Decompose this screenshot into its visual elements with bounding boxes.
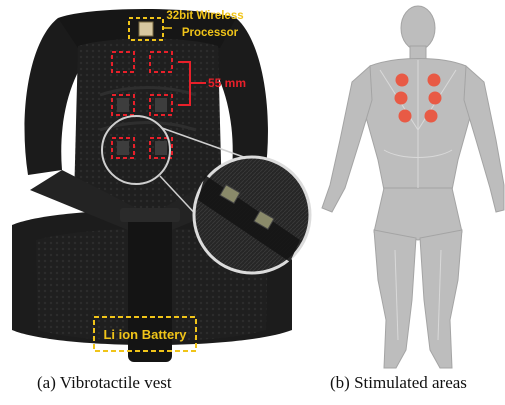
battery-label: Li ion Battery xyxy=(103,327,187,342)
vest-photo xyxy=(12,9,310,362)
stimulus-dot xyxy=(399,110,412,123)
stimulus-dot xyxy=(396,74,409,87)
figure-svg: 32bit Wireless Processor 55 mm Li ion Ba… xyxy=(0,0,505,372)
stimulus-dot xyxy=(425,110,438,123)
neck xyxy=(410,46,426,60)
head xyxy=(401,6,435,50)
stimulus-dot xyxy=(429,92,442,105)
stimulus-dot xyxy=(395,92,408,105)
back-panel xyxy=(74,39,222,212)
body-figure xyxy=(322,6,504,368)
processor-label-line2: Processor xyxy=(182,27,239,39)
spacing-label: 55 mm xyxy=(208,76,246,90)
left-arm xyxy=(322,66,372,212)
stimulus-dot xyxy=(428,74,441,87)
caption-a: (a) Vibrotactile vest xyxy=(37,373,172,393)
right-arm xyxy=(464,66,504,212)
caption-b: (b) Stimulated areas xyxy=(330,373,467,393)
processor-chip xyxy=(139,22,153,36)
processor-label-line1: 32bit Wireless xyxy=(166,10,243,22)
